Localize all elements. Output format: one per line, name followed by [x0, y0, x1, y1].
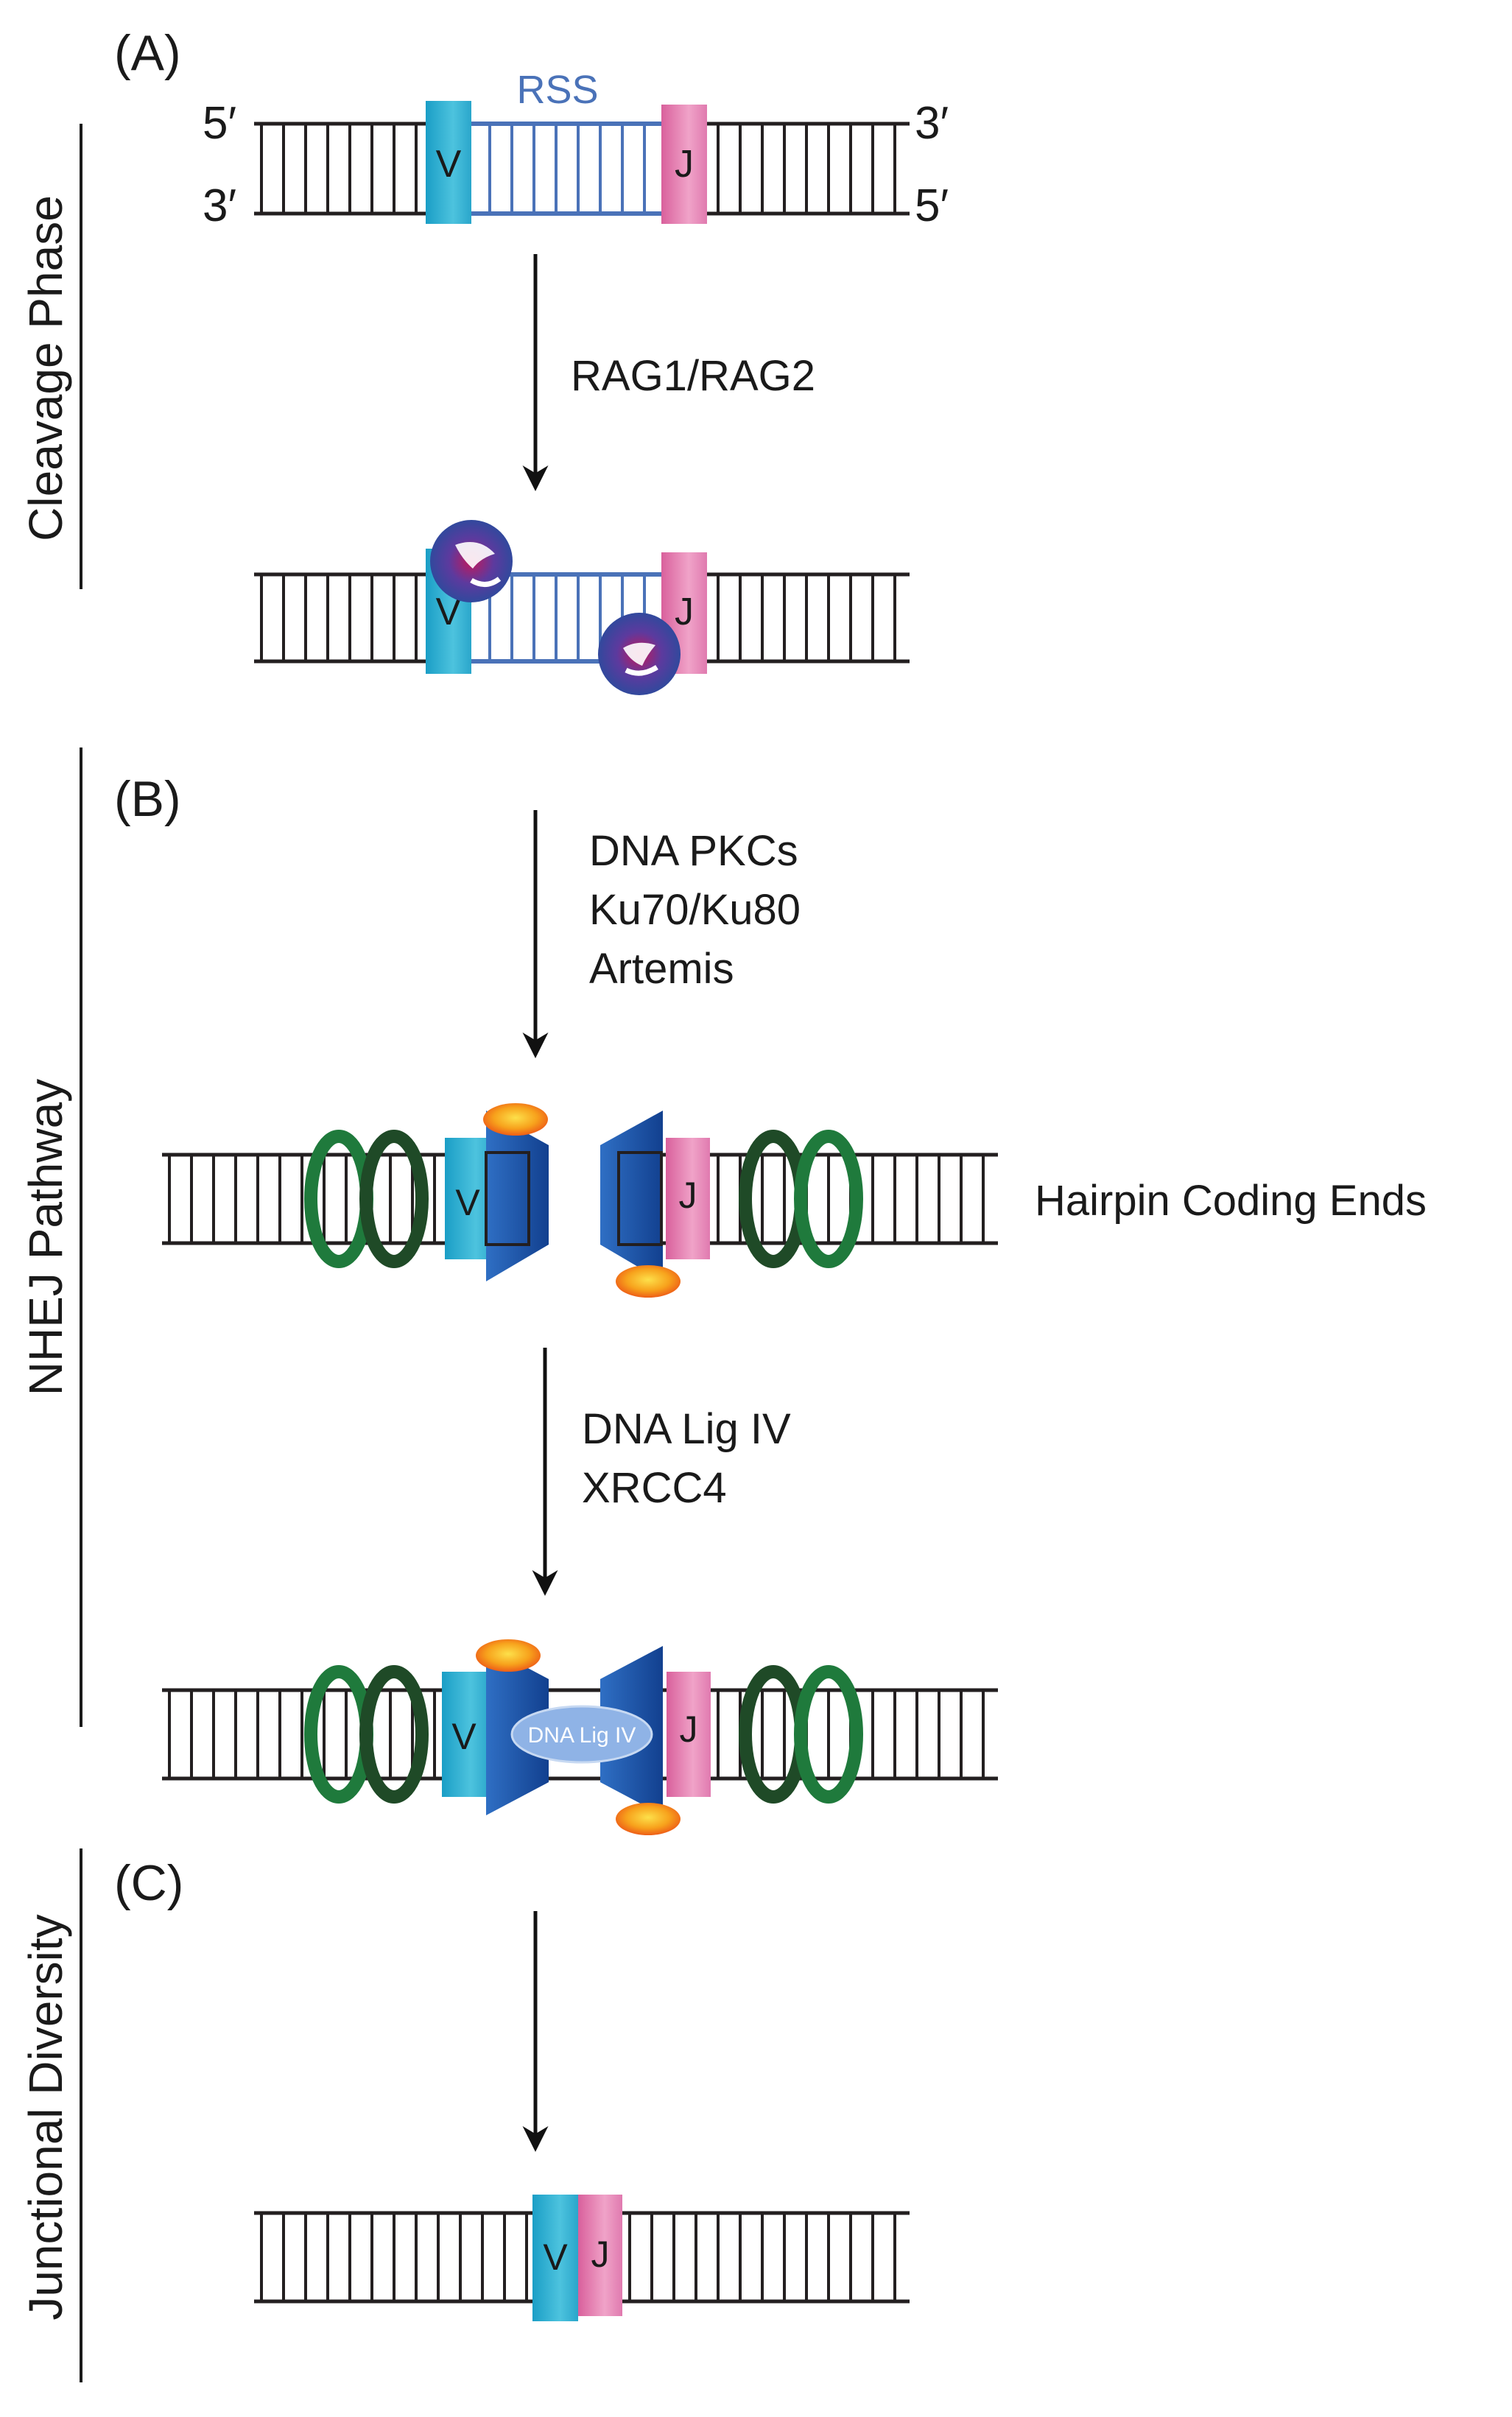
- ku-ring-icon: [794, 1665, 863, 1804]
- panel-label-c: (C): [114, 1855, 183, 1911]
- nhej-pathway-label: NHEJ Pathway: [19, 1079, 72, 1396]
- artemis-icon: [483, 1103, 548, 1136]
- v-segment-5-label: V: [543, 2237, 568, 2278]
- rag-enzyme-label: RAG1/RAG2: [571, 352, 815, 400]
- j-segment: [661, 105, 707, 224]
- dna-strand-5: [254, 2211, 910, 2304]
- cleavage-phase-label: Cleavage Phase: [19, 195, 72, 541]
- dna-lig-iv-label: DNA Lig IV: [528, 1723, 636, 1748]
- factor-dna-pkcs: DNA PKCs: [589, 827, 798, 875]
- j-segment-2-label: J: [675, 591, 694, 633]
- v-segment-4: [442, 1672, 490, 1797]
- v-segment-4-label: V: [451, 1716, 477, 1757]
- three-prime-top-right: 3′: [915, 98, 949, 149]
- artemis-icon: [616, 1265, 681, 1298]
- three-prime-bottom-left: 3′: [203, 180, 236, 231]
- factor-artemis: Artemis: [589, 945, 734, 993]
- hairpin-end-right: [617, 1151, 663, 1246]
- j-segment-4: [667, 1672, 711, 1797]
- j-segment-4-label: J: [680, 1709, 698, 1750]
- panel-label-a: (A): [114, 25, 181, 81]
- ku-ring-icon: [359, 1130, 429, 1268]
- factor-ku70-ku80: Ku70/Ku80: [589, 886, 801, 934]
- j-segment-5: [578, 2195, 622, 2316]
- junctional-diversity-label: Junctional Diversity: [19, 1914, 72, 2320]
- ligation-factor-xrcc4: XRCC4: [582, 1464, 727, 1512]
- ku-ring-icon: [794, 1130, 863, 1268]
- dna-pkcs-icon: [600, 1111, 663, 1281]
- five-prime-bottom-right: 5′: [915, 180, 949, 231]
- artemis-icon: [616, 1803, 681, 1835]
- dna-strand-1: [254, 122, 910, 216]
- j-segment-5-label: J: [591, 2234, 610, 2275]
- ku-ring-icon: [359, 1665, 429, 1804]
- dna-lig-iv-icon: [510, 1705, 653, 1764]
- dna-pkcs-icon: [486, 1111, 549, 1281]
- rag-complex-icon: [598, 613, 681, 695]
- v-segment-3-label: V: [455, 1182, 480, 1223]
- panel-label-b: (B): [114, 771, 181, 827]
- rag-complex-icon: [430, 520, 513, 602]
- rss-label: RSS: [516, 68, 598, 112]
- v-segment-5: [532, 2195, 578, 2321]
- v-segment-label: V: [436, 143, 462, 186]
- j-segment-3: [666, 1138, 710, 1259]
- artemis-icon: [476, 1639, 541, 1672]
- dna-strand-2: [254, 572, 910, 664]
- dna-strand-3: [162, 1153, 998, 1245]
- j-segment-label: J: [675, 143, 694, 186]
- ligation-factor-lig-iv: DNA Lig IV: [582, 1405, 791, 1453]
- hairpin-end-left: [485, 1151, 530, 1246]
- j-segment-3-label: J: [679, 1175, 697, 1216]
- hairpin-coding-ends-label: Hairpin Coding Ends: [1035, 1177, 1427, 1225]
- v-segment: [426, 101, 471, 224]
- five-prime-top-left: 5′: [203, 98, 236, 149]
